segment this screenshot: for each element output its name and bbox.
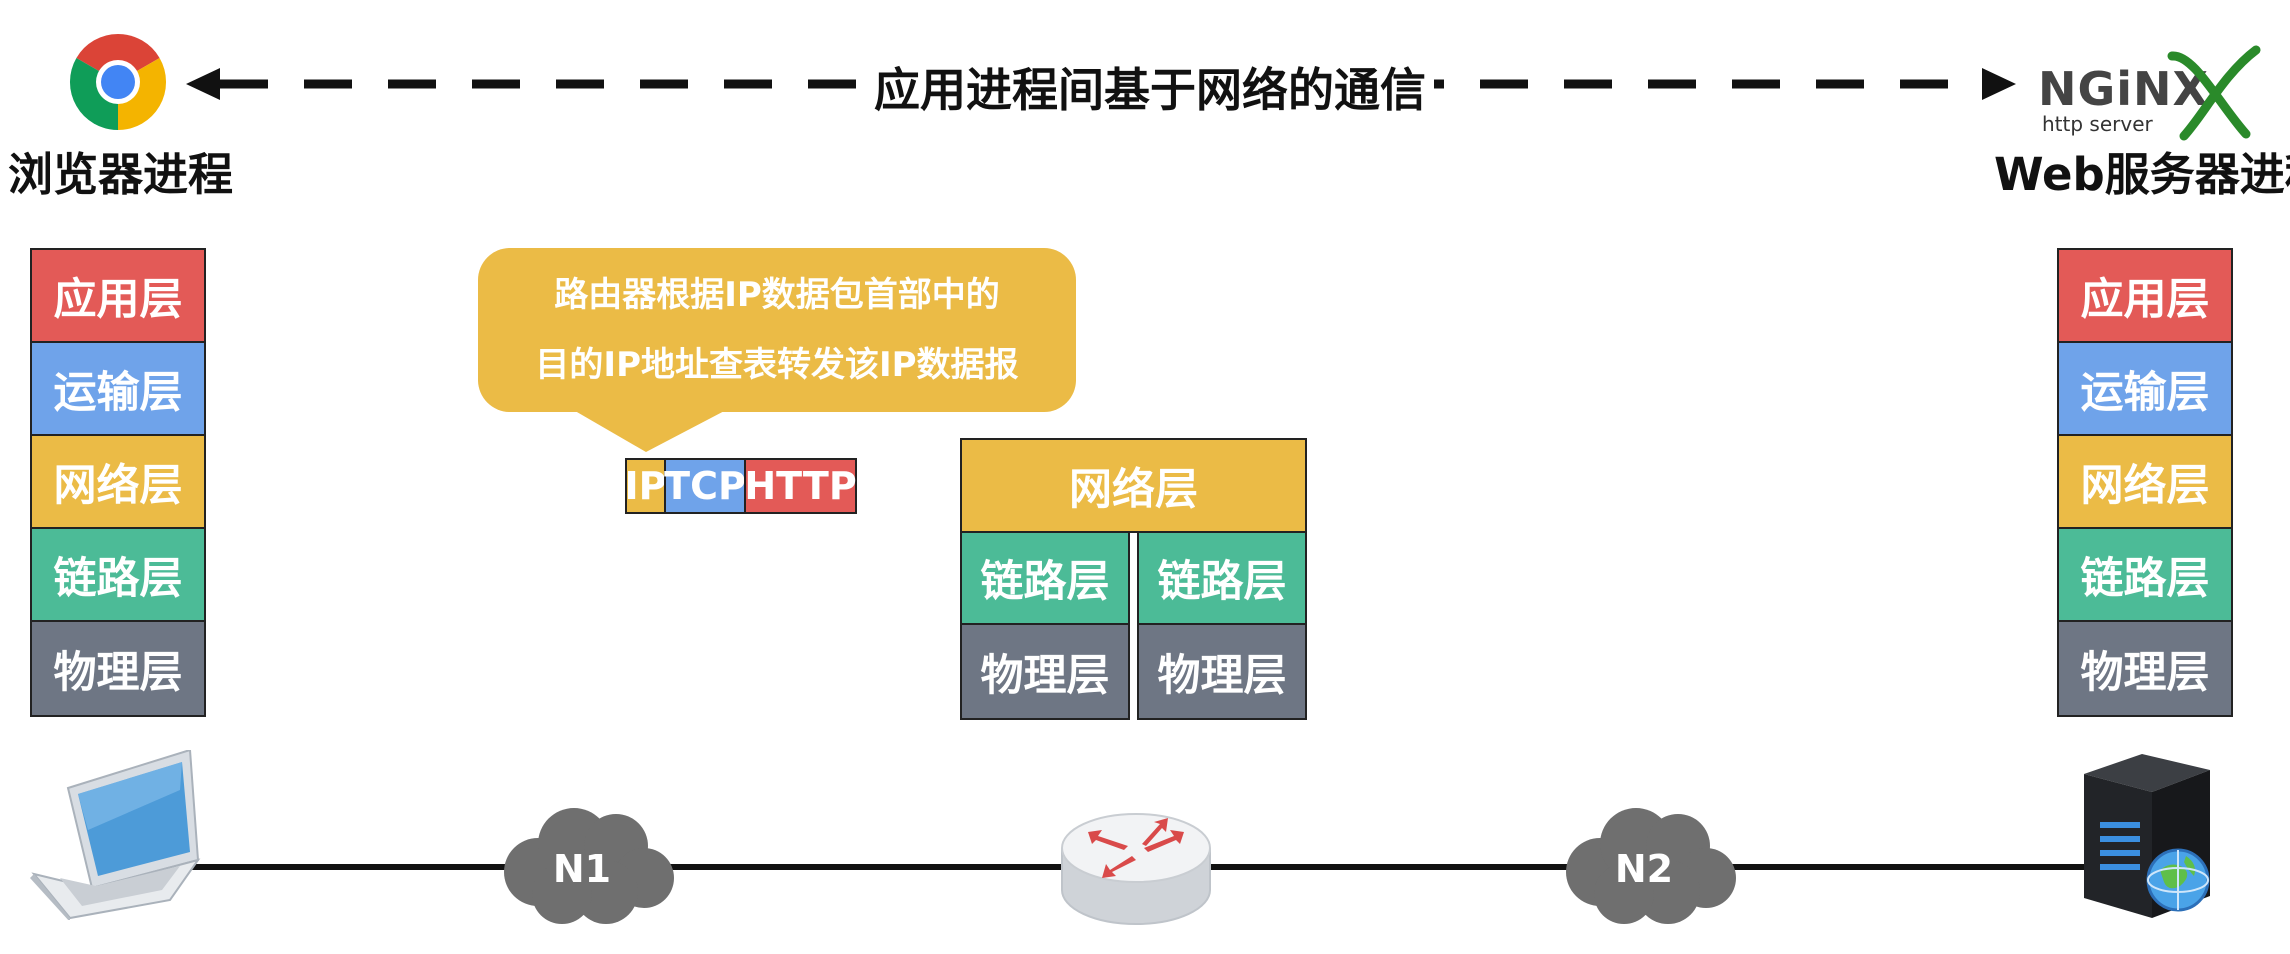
nginx-logo-text: NGiNX (2038, 62, 2209, 116)
nginx-logo: NGiNX http server (2034, 44, 2274, 144)
browser-protocol-stack: 应用层 运输层 网络层 链路层 物理层 (30, 248, 206, 717)
callout-pointer (570, 408, 730, 452)
router-physical-layer-right: 物理层 (1137, 623, 1307, 720)
link-layer: 链路层 (2059, 529, 2231, 622)
callout-line-1: 路由器根据IP数据包首部中的 (554, 275, 1000, 315)
router-link-layer-left: 链路层 (960, 531, 1130, 625)
physical-layer: 物理层 (32, 622, 204, 715)
network-n1-cloud: N1 (504, 808, 674, 924)
router-physical-layer-left: 物理层 (960, 623, 1130, 720)
callout-line-2: 目的IP地址查表转发该IP数据报 (535, 345, 1019, 385)
application-layer: 应用层 (2059, 250, 2231, 343)
physical-layer: 物理层 (2059, 622, 2231, 715)
nginx-subtitle: http server (2042, 112, 2153, 136)
chrome-icon (69, 33, 167, 130)
web-server-process-label: Web服务器进程 (1994, 148, 2290, 201)
server-icon (2084, 754, 2210, 918)
browser-process-label: 浏览器进程 (8, 148, 234, 201)
server-protocol-stack: 应用层 运输层 网络层 链路层 物理层 (2057, 248, 2233, 717)
application-layer: 应用层 (32, 250, 204, 343)
router-network-layer: 网络层 (960, 438, 1307, 533)
router-callout: 路由器根据IP数据包首部中的 目的IP地址查表转发该IP数据报 (478, 248, 1076, 412)
router-icon (1061, 813, 1211, 925)
router-link-layer-right: 链路层 (1137, 531, 1307, 625)
nginx-x-icon (2167, 45, 2261, 141)
communication-label: 应用进程间基于网络的通信 (866, 54, 1434, 120)
packet-tcp-header: TCP (664, 458, 746, 514)
network-n1-label: N1 (553, 847, 611, 891)
network-n2-cloud: N2 (1566, 808, 1736, 924)
packet-ip-header: IP (625, 458, 667, 514)
network-n2-label: N2 (1615, 847, 1673, 891)
transport-layer: 运输层 (32, 343, 204, 436)
link-layer: 链路层 (32, 529, 204, 622)
transport-layer: 运输层 (2059, 343, 2231, 436)
packet-http-data: HTTP (744, 458, 857, 514)
network-layer: 网络层 (32, 436, 204, 529)
network-layer: 网络层 (2059, 436, 2231, 529)
laptop-icon (30, 750, 201, 920)
